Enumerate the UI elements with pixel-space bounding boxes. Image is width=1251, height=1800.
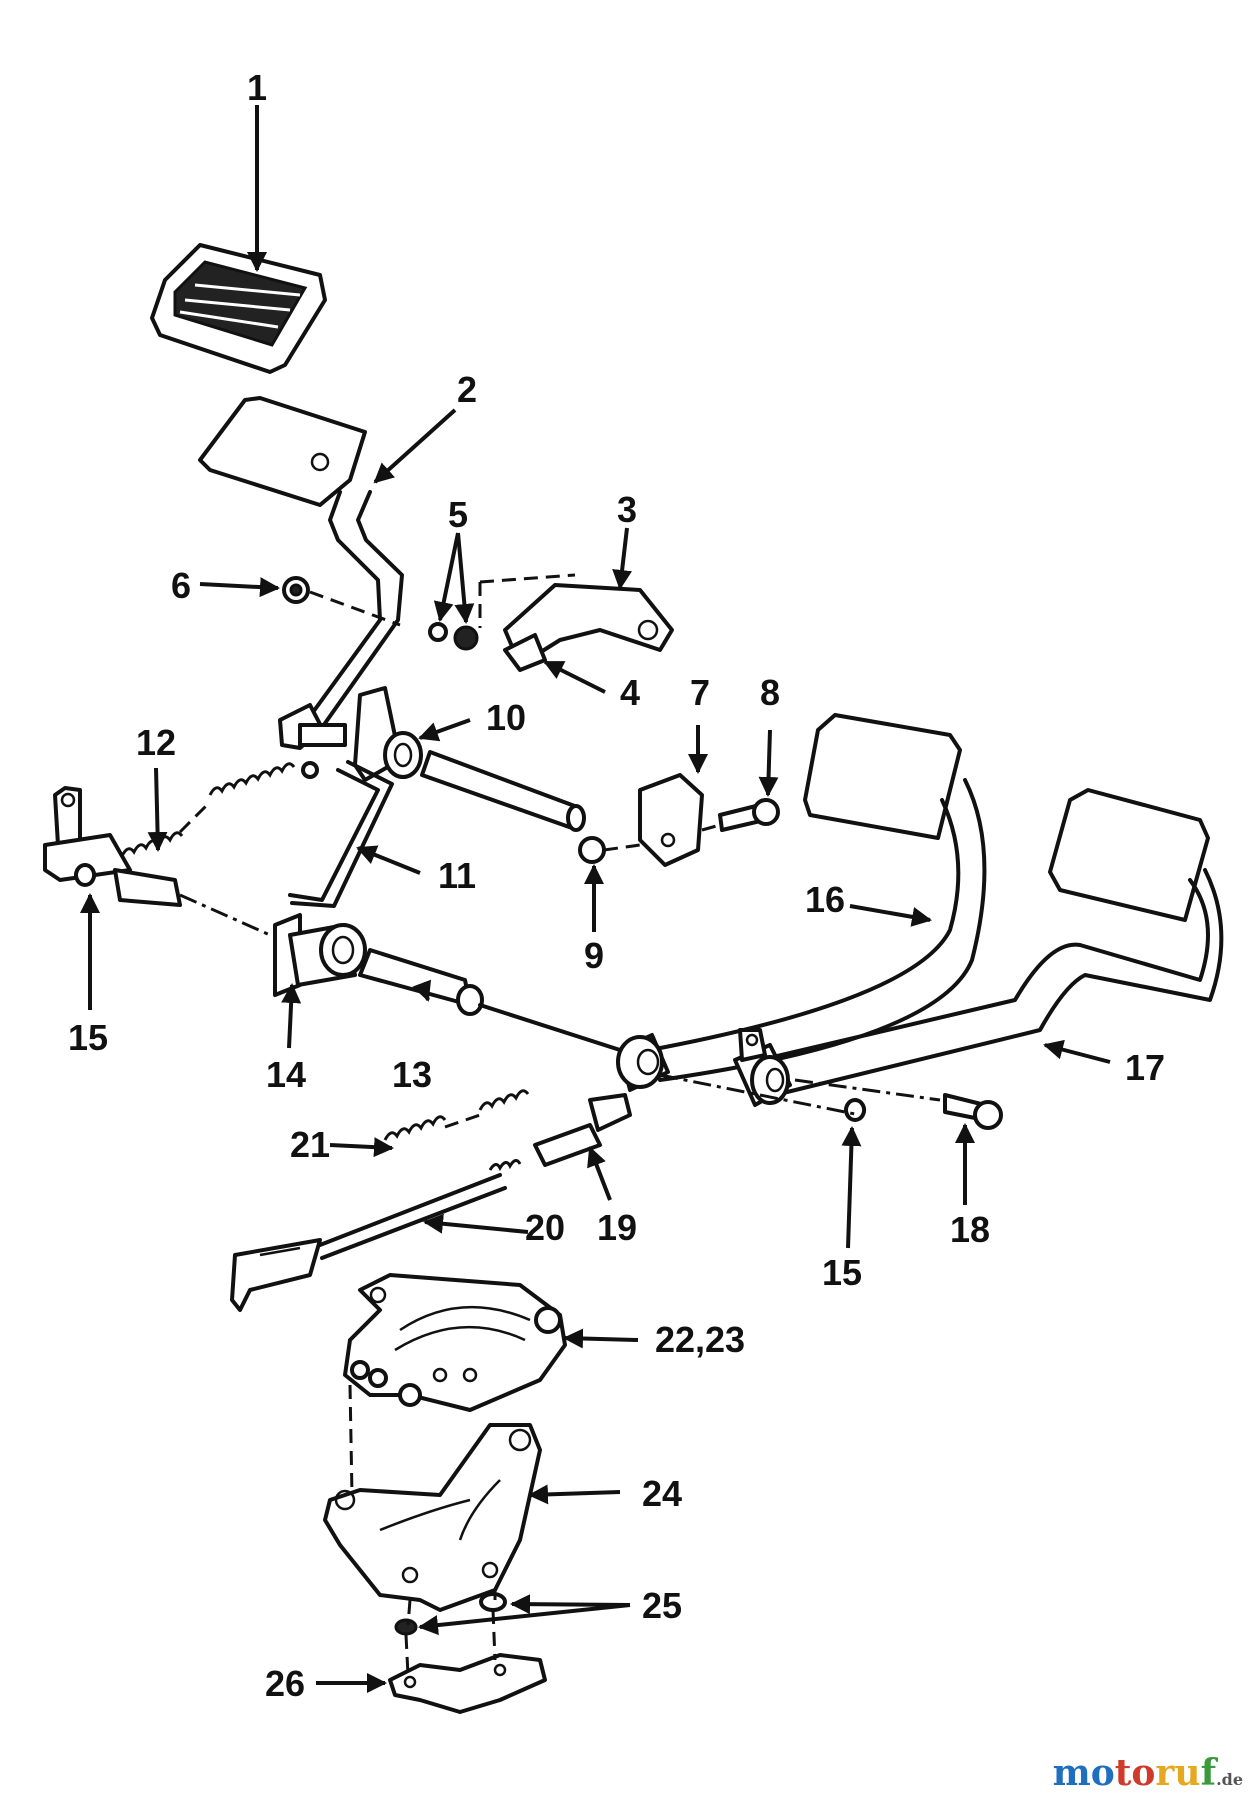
callout-6: 6 [171, 565, 191, 606]
callout-7: 7 [690, 672, 710, 713]
watermark-logo: motoruf.de [1052, 1752, 1243, 1794]
pedal-arm-part [616, 713, 987, 1092]
callout-14: 14 [266, 1054, 306, 1095]
sleeve-bracket-part [273, 913, 367, 997]
caliper-assembly-part [343, 1273, 567, 1412]
callout-19: 19 [597, 1207, 637, 1248]
washer-part [394, 1592, 507, 1636]
callout-1: 1 [247, 67, 267, 108]
callout-25: 25 [642, 1585, 682, 1626]
callout-22-23: 22,23 [655, 1319, 745, 1360]
yoke-part [533, 1093, 632, 1167]
bolt-part [718, 798, 780, 832]
spring-part [108, 761, 319, 861]
callout-13: 13 [392, 1054, 432, 1095]
tube-part [358, 948, 484, 1016]
retaining-clip-part [74, 863, 97, 887]
callout-15-left: 15 [68, 1017, 108, 1058]
pivot-bushing-part [353, 686, 423, 782]
lower-plate-part [388, 1653, 547, 1714]
clamp-nut-part [578, 836, 606, 864]
callout-18: 18 [950, 1209, 990, 1250]
callout-5: 5 [448, 494, 468, 535]
brake-rod-part [230, 1159, 522, 1312]
nut-part [282, 576, 310, 604]
bent-rod-part [288, 760, 394, 908]
pedal-pad-part [150, 243, 327, 374]
callout-26: 26 [265, 1663, 305, 1704]
crank-arm-part [43, 786, 182, 907]
callout-16: 16 [805, 879, 845, 920]
clamp-part [638, 773, 704, 867]
leader-lines [80, 105, 1111, 1693]
retaining-clip-part [844, 1098, 867, 1122]
second-pedal-arm-part [733, 788, 1224, 1107]
callout-4: 4 [620, 672, 640, 713]
screw-part [428, 622, 479, 651]
callout-8: 8 [760, 672, 780, 713]
pin-part [943, 1093, 1003, 1130]
shaft-part [420, 750, 586, 832]
callout-20: 20 [525, 1207, 565, 1248]
bracket-part [503, 583, 674, 672]
callout-15-right: 15 [822, 1252, 862, 1293]
callout-21: 21 [290, 1124, 330, 1165]
callout-2: 2 [457, 369, 477, 410]
callout-24: 24 [642, 1473, 682, 1514]
mounting-bracket-part [323, 1423, 542, 1612]
callout-9: 9 [584, 935, 604, 976]
callout-10: 10 [486, 697, 526, 738]
callout-11: 11 [438, 855, 476, 896]
callout-17: 17 [1125, 1047, 1165, 1088]
callout-3: 3 [617, 489, 637, 530]
callout-12: 12 [136, 722, 176, 763]
lower-spring-part [383, 1089, 530, 1141]
pedal-lever-part [198, 396, 404, 750]
